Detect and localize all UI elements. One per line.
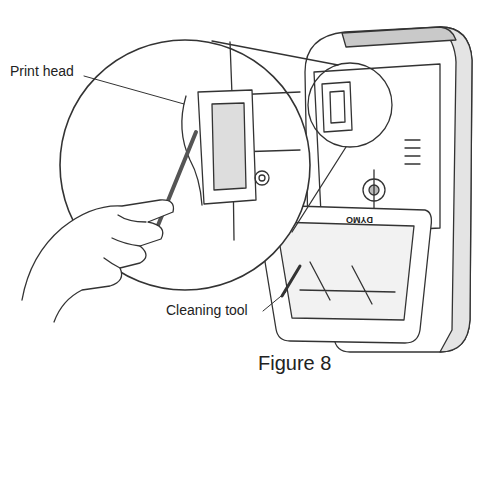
print-head-curve: [182, 96, 202, 205]
brand-logo: DYMO: [346, 214, 373, 224]
cleaning-tool: [152, 132, 196, 240]
finger-lines: [104, 215, 146, 268]
leader-line: [84, 76, 184, 104]
body-side-shading: [440, 27, 472, 352]
print-head-detail-inner: [212, 103, 246, 190]
screw: [259, 175, 265, 181]
part-label: Print head: [10, 64, 74, 79]
print-head-small: [322, 82, 352, 132]
screw: [255, 171, 269, 185]
lid-inner-tray: [276, 222, 414, 320]
leader-line: [263, 292, 286, 311]
part-label: Cleaning tool: [166, 303, 248, 318]
spindle-shaft: [373, 170, 374, 210]
body-top-stripe: [342, 27, 456, 47]
figure-caption: Figure 8: [258, 352, 331, 374]
lid-ribs: [300, 262, 395, 304]
width-scale: [405, 140, 420, 164]
hand: [22, 200, 173, 322]
magnify-target: [308, 63, 392, 147]
cleaning-tool-stored: [282, 266, 300, 296]
print-head-detail: [198, 90, 256, 204]
